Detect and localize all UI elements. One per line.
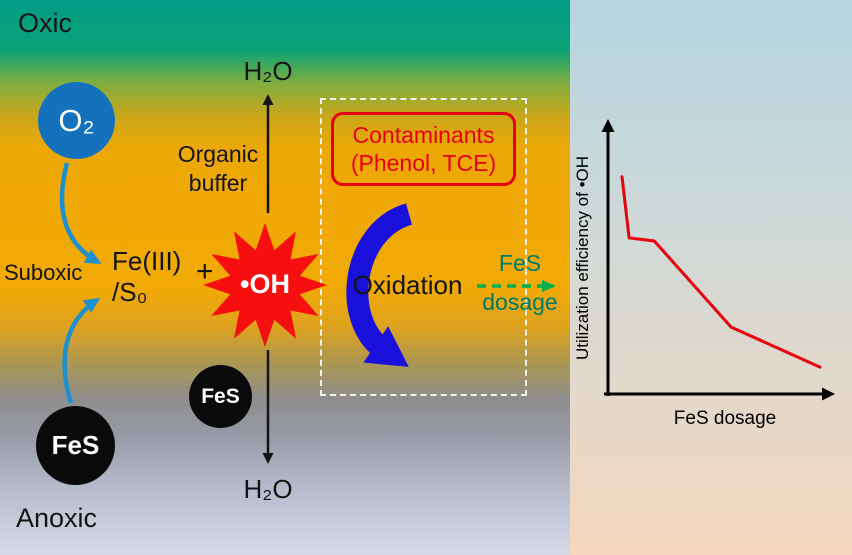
oxidation-curved-arrow (346, 203, 413, 367)
fes-dosage-label-bottom: dosage (482, 289, 558, 315)
oh-starburst-icon (203, 223, 327, 347)
fes-middle-circle: FeS (189, 365, 252, 428)
fes-to-fe-curved-arrow (62, 297, 101, 404)
o2-to-fe-curved-arrow (59, 162, 102, 264)
fes-bottom-label: FeS (51, 430, 100, 460)
s0-line: /S₀ (112, 277, 148, 307)
h2o-bottom-label: H₂O (243, 474, 293, 504)
contaminants-line2: (Phenol, TCE) (350, 150, 497, 176)
efficiency-chart-panel: Utilization efficiency of •OH FeS dosage (570, 0, 852, 555)
reaction-dashed-box (320, 98, 527, 396)
y-axis-label: Utilization efficiency of •OH (573, 156, 592, 360)
fes-dosage-label-top: FeS (498, 250, 542, 276)
x-axis-label: FeS dosage (674, 408, 776, 429)
o2-label: O₂ (58, 102, 95, 138)
zone-label-oxic: Oxic (18, 8, 72, 38)
fes-middle-label: FeS (201, 384, 240, 408)
chart-line (620, 175, 822, 369)
oxidation-label: Oxidation (352, 270, 463, 300)
plus-sign: + (196, 255, 214, 288)
fe3-s0-label: Fe(III) /S₀ (112, 246, 181, 308)
contaminants-line1: Contaminants (352, 122, 495, 148)
contaminants-box: Contaminants (Phenol, TCE) (331, 112, 516, 186)
fes-bottom-circle: FeS (36, 406, 115, 485)
organic-buffer-label: Organic buffer (177, 141, 259, 196)
efficiency-chart: Utilization efficiency of •OH FeS dosage (573, 119, 835, 429)
zone-label-suboxic: Suboxic (4, 260, 83, 285)
h2o-top-label: H₂O (243, 56, 293, 86)
hydroxyl-radical-label: •OH (240, 269, 290, 299)
redox-gradient-panel: Oxic O₂ H₂O Organic buffer Suboxic Fe(II… (0, 0, 570, 555)
diagram-arrows-layer (59, 94, 556, 464)
zone-label-anoxic: Anoxic (16, 503, 98, 533)
o2-molecule-circle: O₂ (38, 82, 115, 159)
fe3-line: Fe(III) (112, 246, 182, 276)
